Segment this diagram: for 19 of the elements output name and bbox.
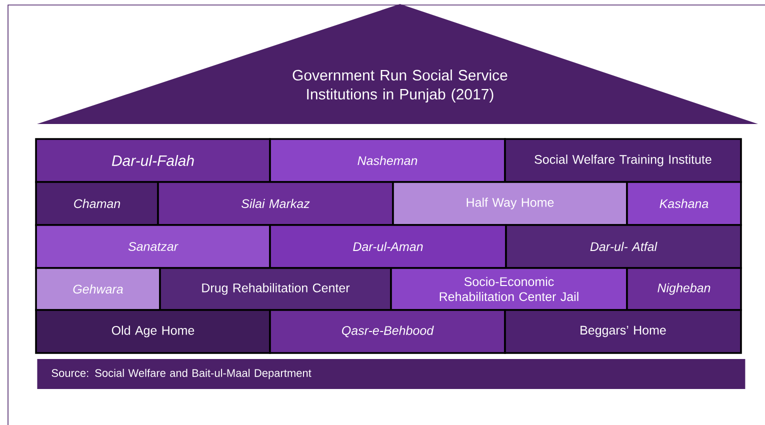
brick-box: Old Age Home <box>35 309 271 354</box>
brick-box: Kashana <box>626 181 742 226</box>
brick-box: Chaman <box>35 181 159 226</box>
brick-box: Dar-ul-Aman <box>269 224 507 269</box>
brick-box: Silai Markaz <box>157 181 394 226</box>
brick-box: Drug Rehabilitation Center <box>159 267 392 311</box>
brick-box: Dar-ul-Falah <box>35 138 271 183</box>
brick-box: Nigheban <box>626 267 742 311</box>
brick-box: Beggars’ Home <box>504 309 742 354</box>
brick-box: Nasheman <box>269 138 506 183</box>
brick-box: Sanatzar <box>35 224 271 269</box>
brick-box: Socio-Economic Rehabilitation Center Jail <box>390 267 628 311</box>
brick-box: Qasr-e-Behbood <box>269 309 506 354</box>
source-band: Source: Social Welfare and Bait-ul-Maal Department <box>37 359 746 389</box>
brick-box: Social Welfare Training Institute <box>504 138 742 183</box>
brick-box: Half Way Home <box>392 181 628 226</box>
brick-box: Dar-ul- Atfal <box>505 224 742 269</box>
roof-triangle: Government Run Social Service Institutions in Punjab (2017) <box>37 4 758 124</box>
brick-box: Gehwara <box>35 267 161 311</box>
